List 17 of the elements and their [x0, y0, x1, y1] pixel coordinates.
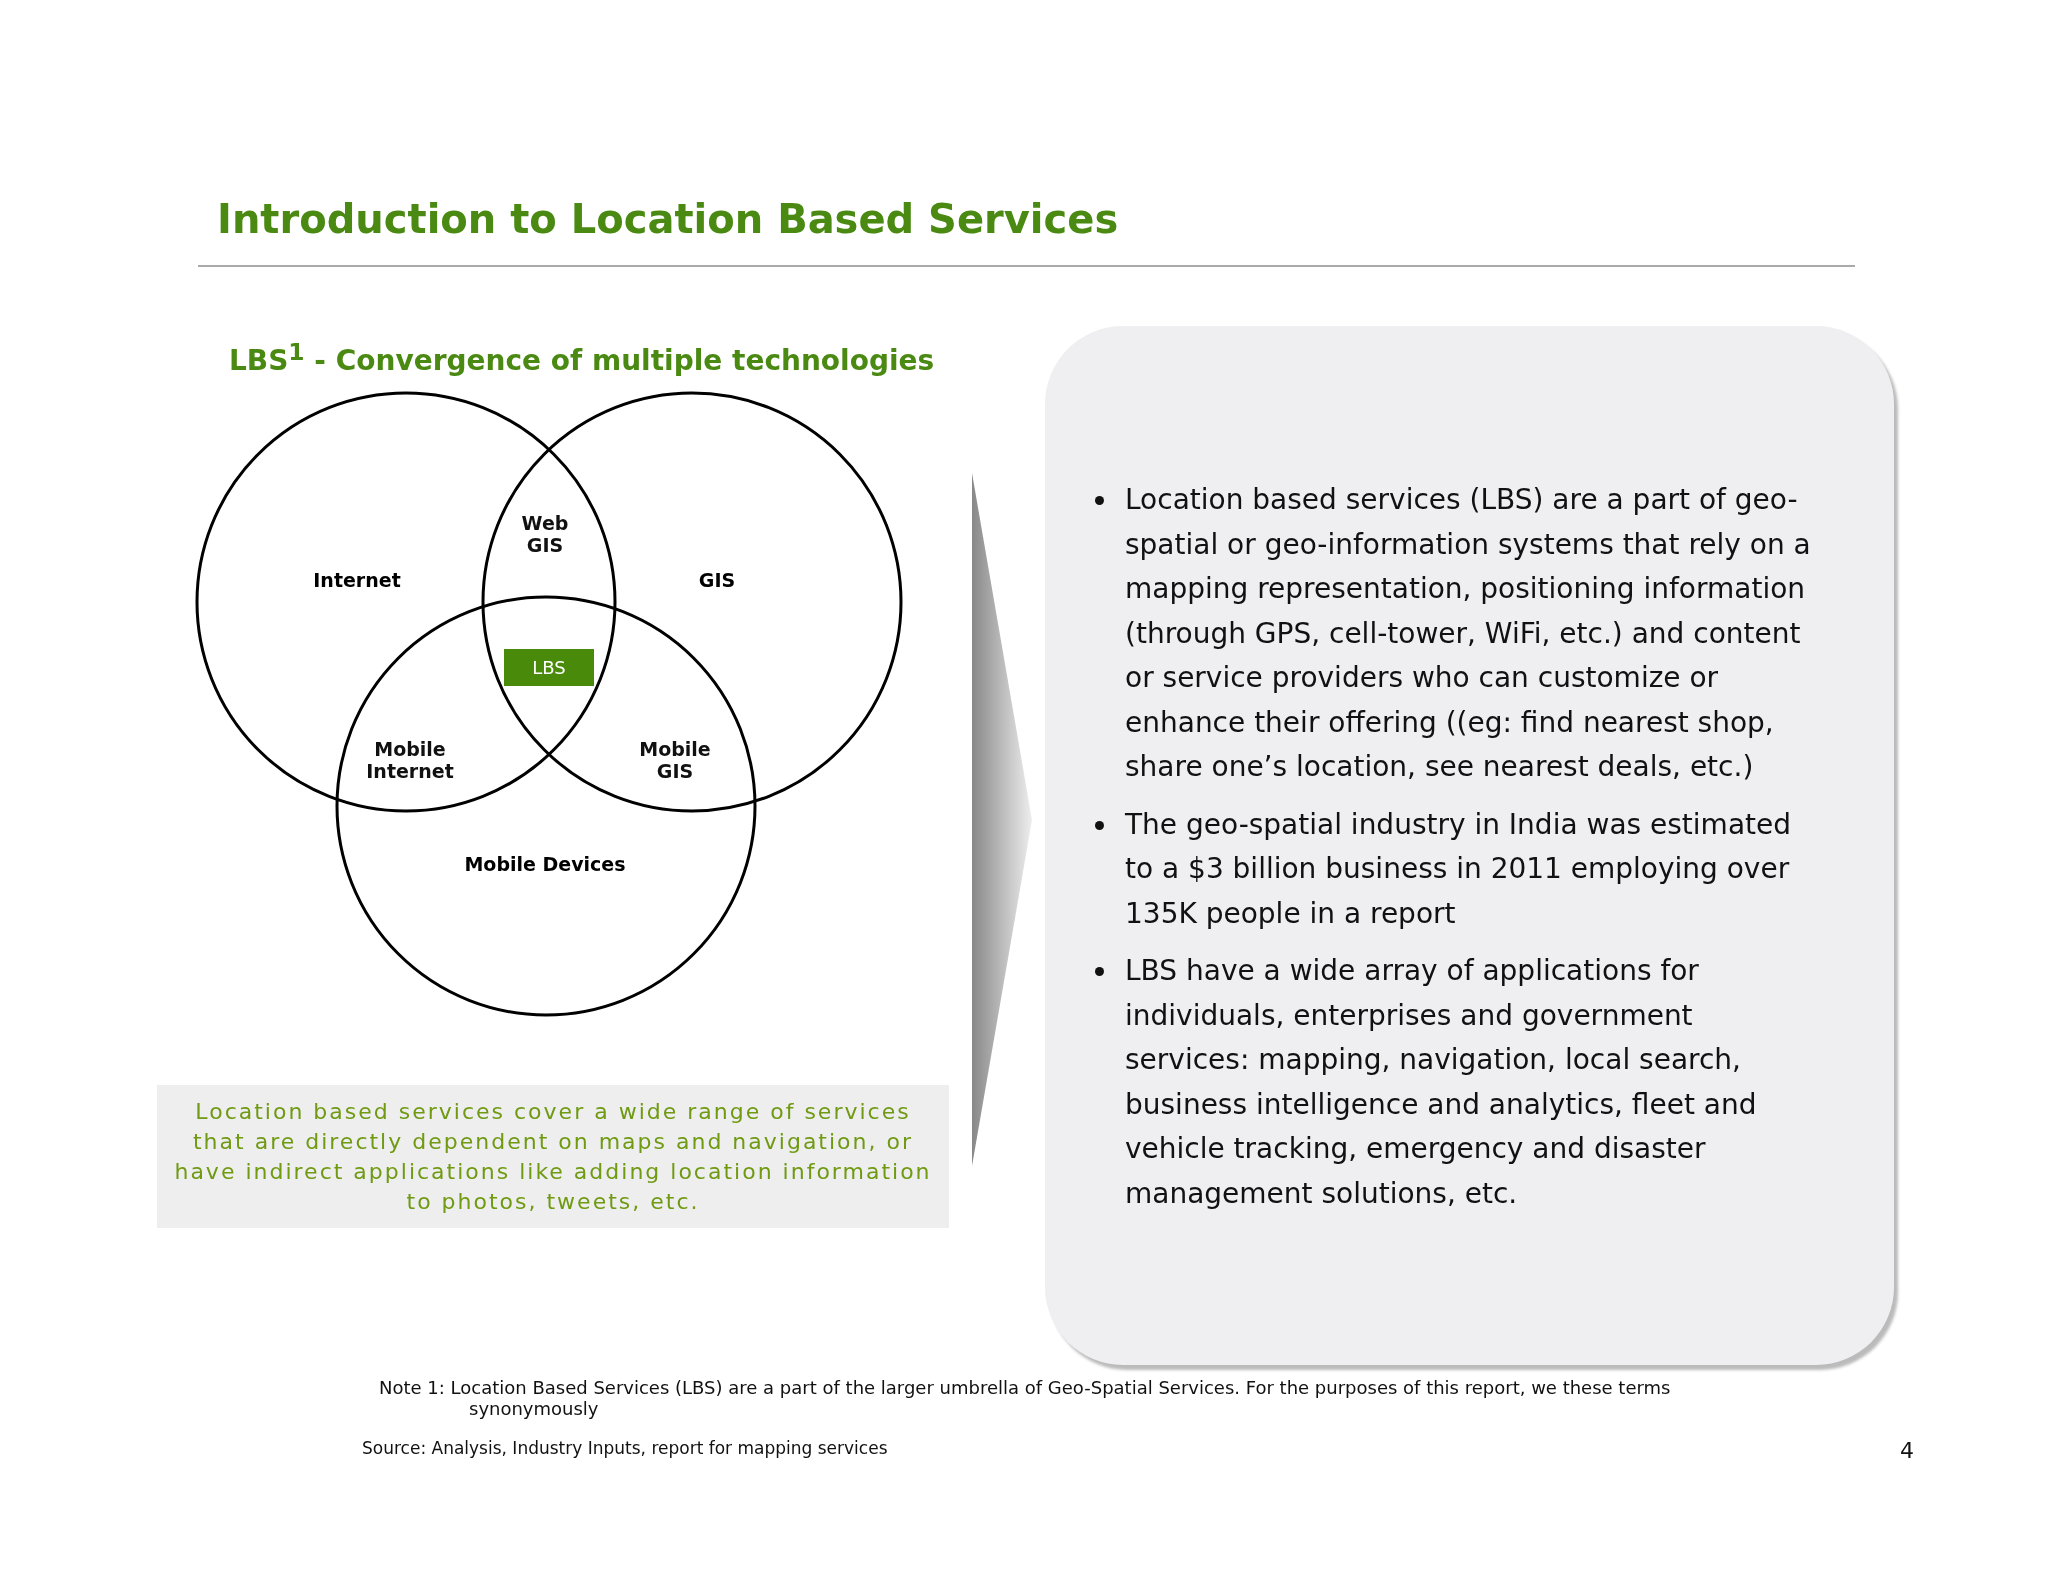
- circle-label: Mobile Devices: [463, 853, 627, 875]
- info-panel: [1045, 326, 1894, 1365]
- circle-label: Web GIS: [520, 512, 570, 556]
- circle-label: Internet: [312, 569, 402, 591]
- circle-label: GIS: [697, 569, 737, 591]
- page-number: 4: [1900, 1438, 1915, 1463]
- lbs-box: LBS: [504, 649, 594, 686]
- caption-box: Location based services cover a wide range of services that are directly dependent on maps and navigation, or have indirect applications like adding location information to photos, tweets, etc.: [157, 1085, 949, 1228]
- section-heading: LBS$^{1}$ - Convergence of multiple technologies: [229, 338, 936, 378]
- source-text: Source: Analysis, Industry Inputs, report for mapping services: [362, 1438, 889, 1458]
- circle-label: Mobile Internet: [365, 738, 455, 782]
- bullet-text: Location based services (LBS) are a part of geo-spatial or geo-information systems that rely on a mapping representation, positioning information (through GPS, cell-tower, WiFi, etc.) and content or service providers who can customize or enhance their offering ((eg: find nearest shop, share one’s location, see nearest deals, etc.): [1125, 482, 1812, 785]
- bullet-text: The geo-spatial industry in India was estimated to a $3 billion business in 2011 employing over 135K people in a report: [1125, 806, 1792, 932]
- footnote-text: Note 1: Location Based Services (LBS) are a part of the larger umbrella of Geo-Spatial Services. For the purposes of this report, we these terms synonymously: [379, 1377, 1672, 1419]
- slide-title: Introduction to Location Based Services: [217, 196, 1119, 242]
- circle-label: Mobile GIS: [638, 738, 712, 782]
- bullet-text: LBS have a wide array of applications for individuals, enterprises and government services: mapping, navigation, local search, business intelligence and analytics, fleet and vehicle tracking, emergency and disaster management solutions, etc.: [1125, 953, 1758, 1212]
